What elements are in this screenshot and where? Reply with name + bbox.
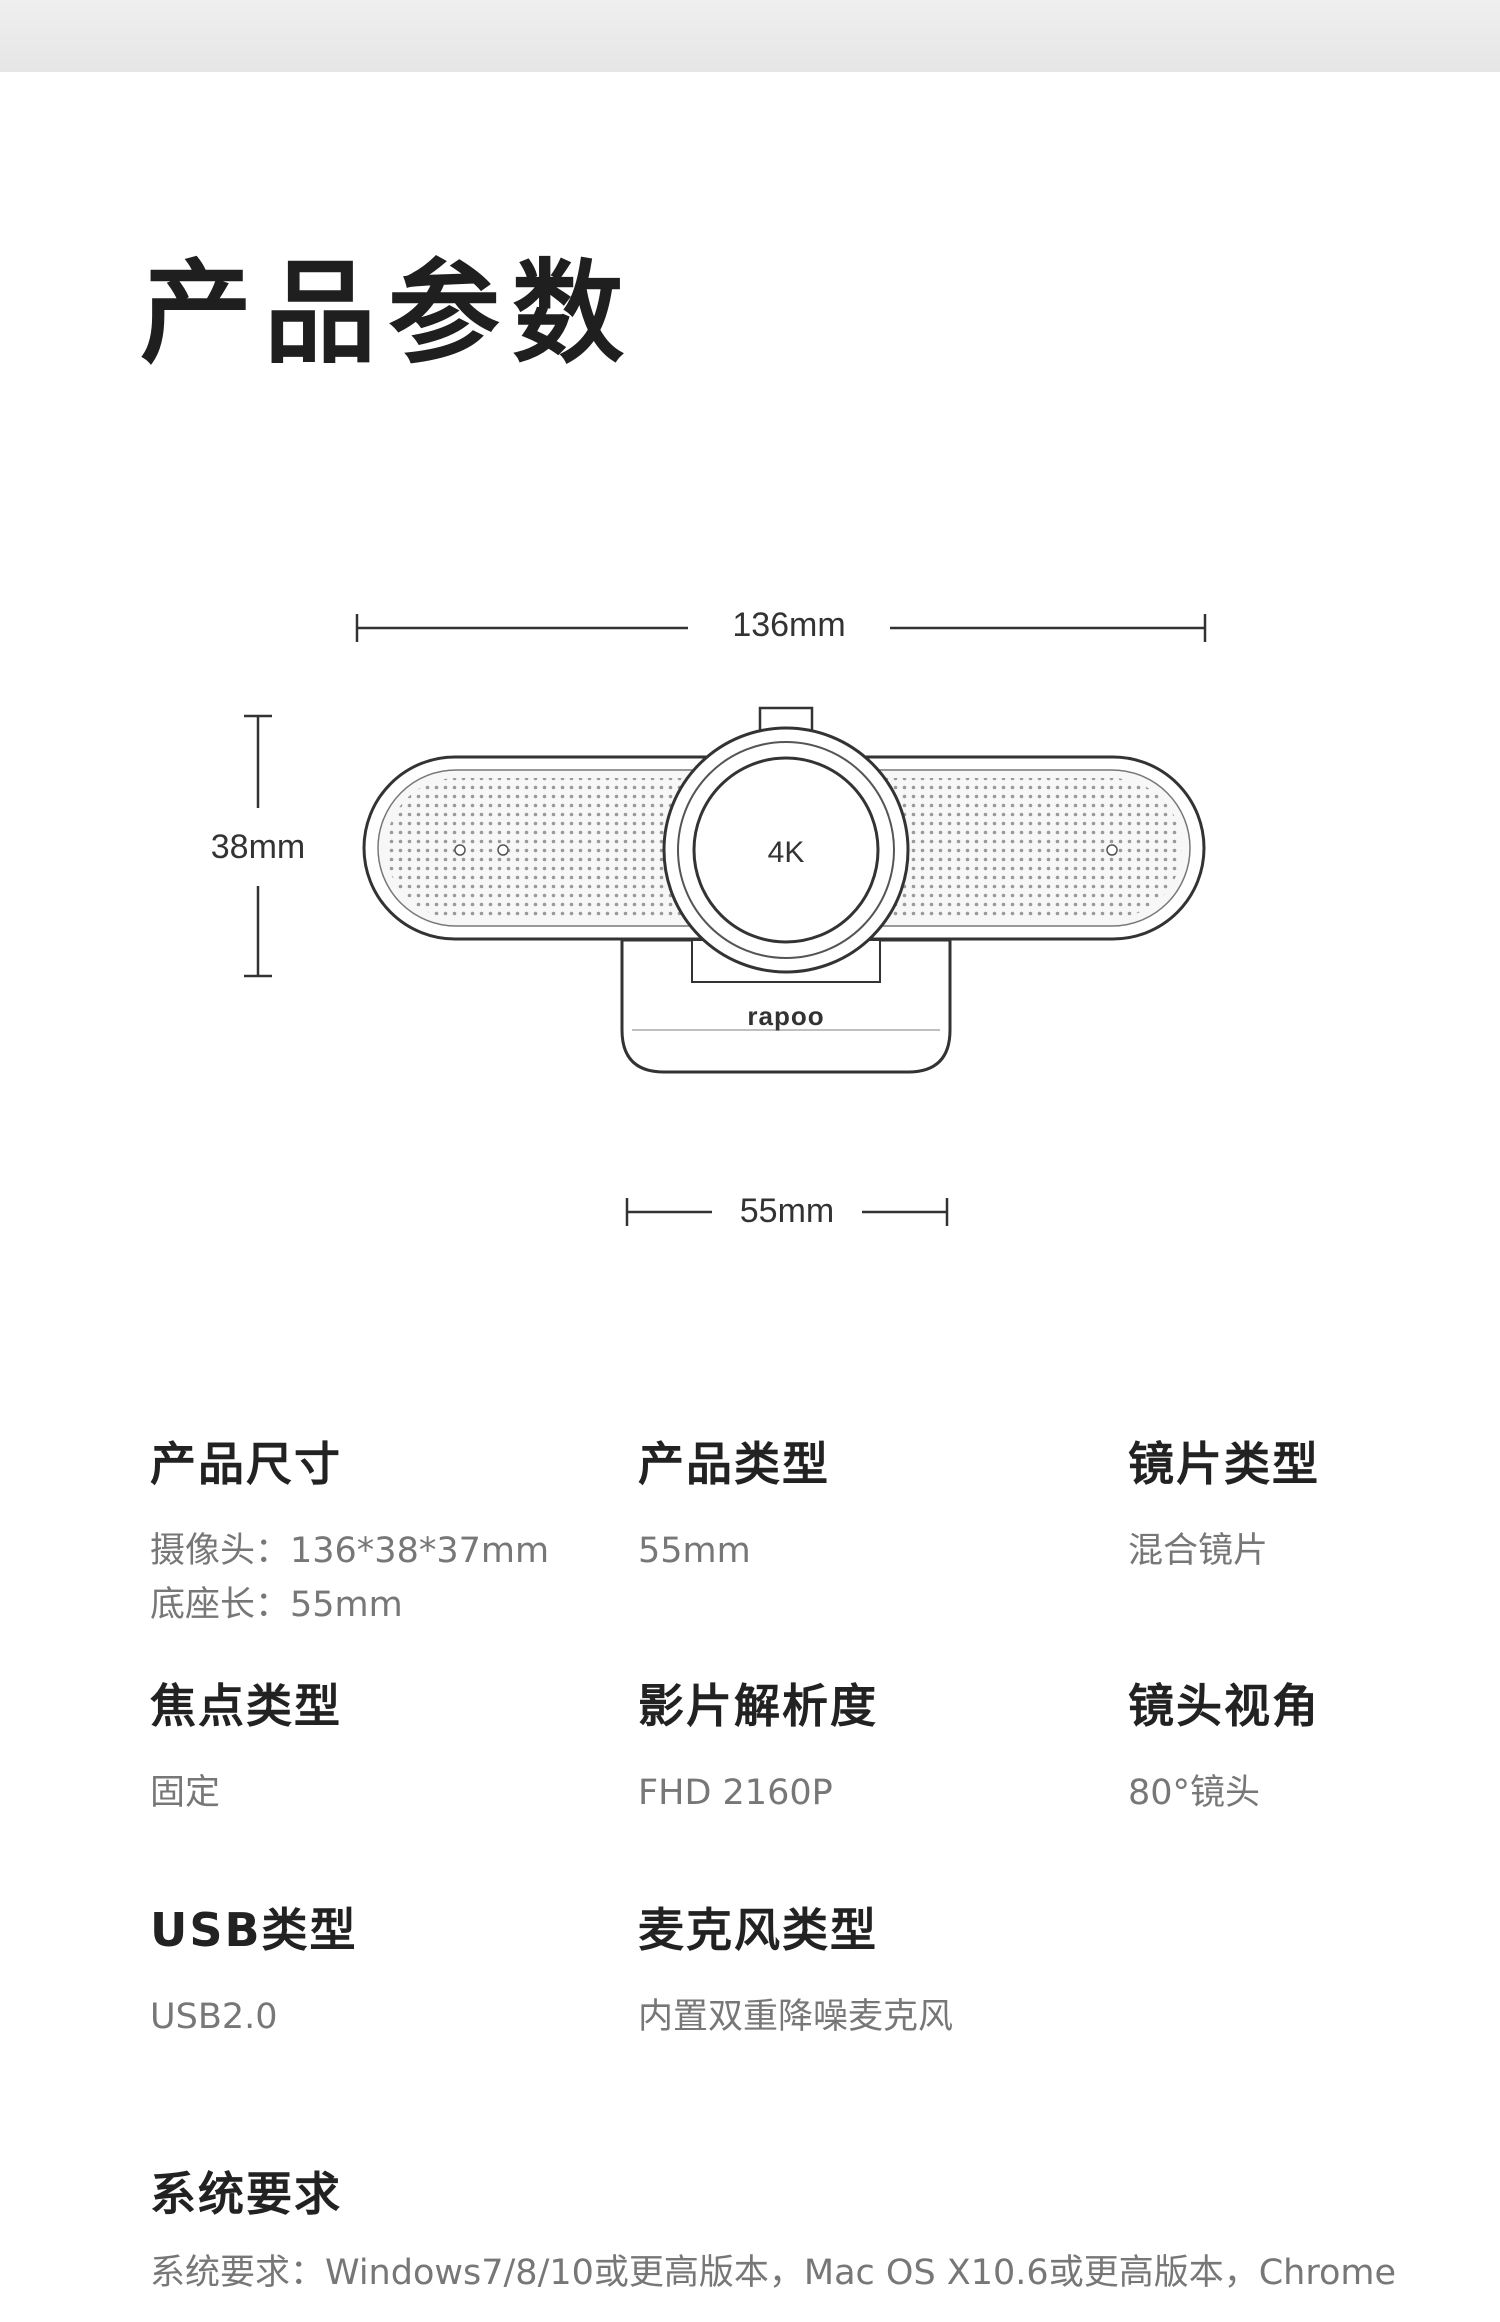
- system-requirements-title: 系统要求: [150, 2167, 342, 2221]
- page-title: 产品参数: [140, 249, 636, 379]
- spec-title: USB类型: [150, 1903, 358, 1957]
- spec-lens-type: 镜片类型 混合镜片: [1128, 1428, 1320, 1578]
- spec-value: 55mm: [638, 1531, 751, 1571]
- spec-value: 摄像头：136*38*37mm: [150, 1531, 550, 1571]
- webcam-dimension-diagram: 136mm 38mm rapoo 4K 55mm: [211, 606, 1207, 1230]
- brand-logo: rapoo: [747, 1001, 824, 1031]
- spec-title: 焦点类型: [150, 1679, 342, 1733]
- height-dimension: 38mm: [211, 714, 305, 978]
- spec-value: 底座长：55mm: [150, 1585, 403, 1625]
- spec-title: 产品尺寸: [150, 1437, 342, 1491]
- spec-value: FHD 2160P: [638, 1773, 833, 1813]
- spec-title: 麦克风类型: [638, 1903, 878, 1957]
- spec-video-resolution: 影片解析度 FHD 2160P: [638, 1670, 878, 1820]
- lens-4k-label: 4K: [768, 836, 805, 869]
- spec-microphone-type: 麦克风类型 内置双重降噪麦克风: [638, 1894, 953, 2044]
- height-dimension-label: 38mm: [211, 828, 305, 866]
- spec-value: USB2.0: [150, 1997, 278, 2037]
- spec-product-type: 产品类型 55mm: [638, 1428, 830, 1578]
- spec-focus-type: 焦点类型 固定: [150, 1670, 342, 1820]
- width-dimension: 136mm: [355, 606, 1207, 644]
- width-dimension-label: 136mm: [732, 606, 845, 644]
- spec-title: 产品类型: [638, 1437, 830, 1491]
- spec-value: 混合镜片: [1128, 1531, 1269, 1571]
- spec-title: 影片解析度: [638, 1679, 878, 1733]
- spec-usb-type: USB类型 USB2.0: [150, 1894, 358, 2044]
- spec-product-size: 产品尺寸 摄像头：136*38*37mm 底座长：55mm: [150, 1428, 549, 1632]
- system-requirements-text: 系统要求：Windows7/8/10或更高版本，Mac OS X10.6或更高版…: [150, 2253, 1396, 2293]
- spec-title: 镜片类型: [1128, 1437, 1320, 1491]
- base-dimension: 55mm: [625, 1192, 949, 1230]
- base-dimension-label: 55mm: [740, 1192, 834, 1230]
- spec-value: 固定: [150, 1773, 221, 1813]
- spec-title: 镜头视角: [1128, 1679, 1320, 1733]
- spec-value: 80°镜头: [1128, 1773, 1261, 1813]
- spec-value: 内置双重降噪麦克风: [638, 1997, 954, 2037]
- spec-field-of-view: 镜头视角 80°镜头: [1128, 1670, 1320, 1820]
- lens-assembly: 4K: [662, 726, 910, 974]
- top-banner-strip: [0, 0, 1500, 72]
